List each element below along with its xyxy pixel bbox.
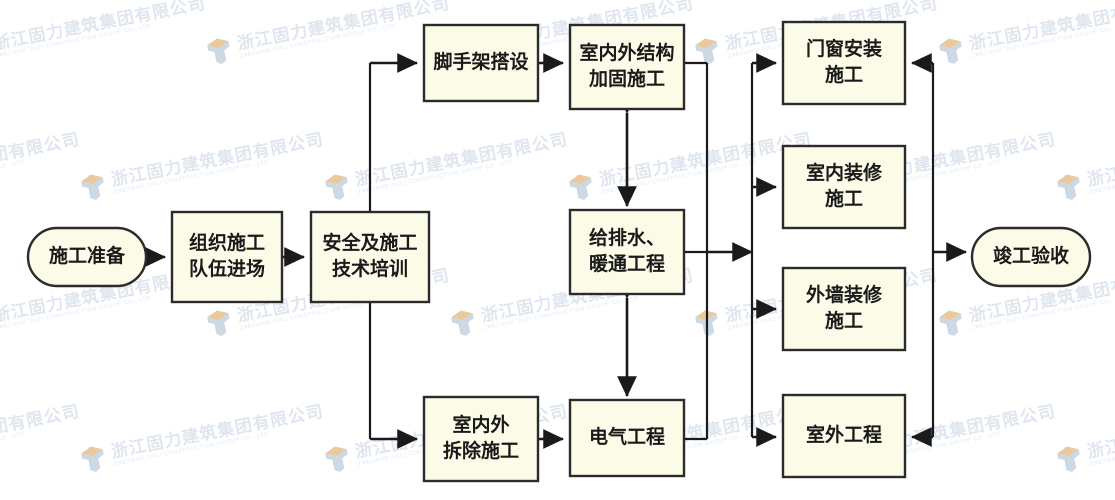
flow-node-n8[interactable]: 室内外拆除施工 xyxy=(422,395,540,483)
node-label: 竣工验收 xyxy=(993,244,1069,267)
node-shape xyxy=(781,144,907,230)
edge-layer xyxy=(145,53,968,449)
flow-node-n9[interactable]: 门窗安装施工 xyxy=(781,20,907,106)
node-label: 给排水、暖通工程 xyxy=(589,226,665,275)
node-shape xyxy=(170,210,284,304)
node-shape xyxy=(568,398,686,478)
node-label: 门窗安装施工 xyxy=(806,37,882,86)
node-label: 室外工程 xyxy=(806,423,882,446)
flow-node-n10[interactable]: 室内装修施工 xyxy=(781,144,907,230)
flow-node-n12[interactable]: 室外工程 xyxy=(781,393,907,479)
flow-node-n2[interactable]: 组织施工队伍进场 xyxy=(170,210,284,304)
node-label: 室内外结构加固施工 xyxy=(579,41,674,90)
flow-node-n6[interactable]: 给排水、暖通工程 xyxy=(568,208,686,296)
node-label: 电气工程 xyxy=(589,425,665,448)
node-shape xyxy=(568,23,686,111)
node-shape xyxy=(781,20,907,106)
node-shape xyxy=(781,266,907,352)
flow-node-n4[interactable]: 脚手架搭设 xyxy=(422,23,540,103)
flow-node-n5[interactable]: 室内外结构加固施工 xyxy=(568,23,686,111)
node-shape xyxy=(422,395,540,483)
flow-node-n3[interactable]: 安全及施工技术培训 xyxy=(309,210,431,304)
node-label: 安全及施工技术培训 xyxy=(322,231,417,280)
node-label: 脚手架搭设 xyxy=(433,50,528,73)
flow-node-n11[interactable]: 外墙装修施工 xyxy=(781,266,907,352)
node-label: 施工准备 xyxy=(49,244,126,267)
node-label: 组织施工队伍进场 xyxy=(189,231,265,280)
node-label: 外墙装修施工 xyxy=(806,283,883,332)
flow-node-n7[interactable]: 电气工程 xyxy=(568,398,686,478)
node-shape xyxy=(422,23,540,103)
node-label: 室内外拆除施工 xyxy=(443,413,519,462)
node-shape xyxy=(309,210,431,304)
flow-node-n13[interactable]: 竣工验收 xyxy=(970,226,1092,288)
node-shape xyxy=(781,393,907,479)
node-shape xyxy=(26,226,148,288)
flow-node-n1[interactable]: 施工准备 xyxy=(26,226,148,288)
node-shape xyxy=(970,226,1092,288)
node-shape xyxy=(568,208,686,296)
node-layer: 施工准备 组织施工队伍进场 安全及施工技术培训 脚手架搭设 室内外结构加固施工给排水、暖… xyxy=(26,20,1092,483)
